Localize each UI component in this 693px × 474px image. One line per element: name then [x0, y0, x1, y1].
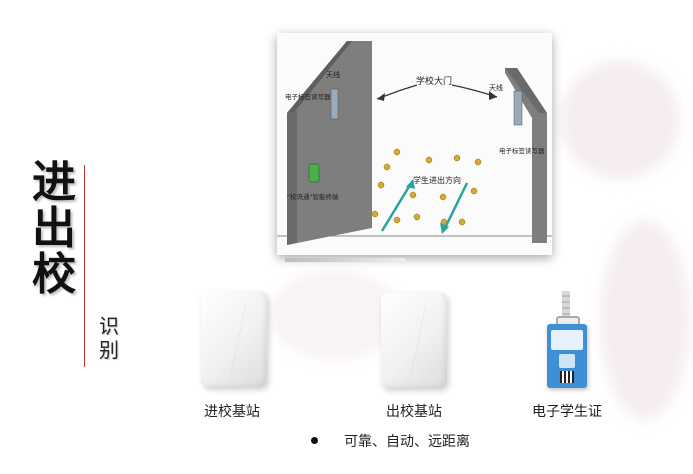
- exit-base-station: [381, 292, 447, 388]
- student-card-label: 电子学生证: [532, 404, 602, 420]
- section-subtitle: 识 别: [94, 314, 124, 362]
- gate-diagram: 学校大门 天线 天线 电子标签读写器 电子标签读写器 "校讯通"智能终端 学生进…: [277, 33, 552, 255]
- background-decoration: [560, 60, 680, 180]
- direction-label: 学生进出方向: [413, 175, 461, 185]
- reader-device-left: [330, 88, 339, 120]
- exit-base-station-label: 出校基站: [386, 404, 442, 420]
- antenna-left-label: 天线: [326, 70, 340, 79]
- title-char: 出: [32, 203, 76, 254]
- entry-base-station: [201, 291, 267, 387]
- section-title: 进 出 校: [28, 160, 80, 298]
- qr-code-icon: [560, 371, 574, 383]
- diagram-reflection: [285, 258, 405, 262]
- reader-left-label: 电子标签读写器: [285, 92, 331, 101]
- subtitle-char: 别: [99, 338, 119, 362]
- antenna-right-label: 天线: [489, 83, 503, 92]
- gate-diagram-svg: 学校大门 天线 天线 电子标签读写器 电子标签读写器 "校讯通"智能终端 学生进…: [277, 33, 552, 255]
- title-divider: [84, 165, 85, 367]
- reader-device-right: [513, 90, 523, 126]
- feature-bullet: 可靠、自动、远距离: [344, 434, 470, 450]
- bullet-icon: [311, 437, 318, 444]
- entry-arrow: [380, 184, 412, 232]
- entry-base-station-label: 进校基站: [204, 404, 260, 420]
- gate-label: 学校大门: [416, 75, 452, 87]
- background-decoration: [600, 220, 690, 420]
- background-decoration: [270, 270, 400, 360]
- lanyard: [562, 291, 570, 319]
- right-gate-wall: [505, 68, 547, 243]
- reader-right-label: 电子标签读写器: [499, 146, 545, 155]
- student-id-card: [547, 324, 587, 388]
- exit-arrow: [443, 182, 469, 229]
- terminal-label: "校讯通"智能终端: [287, 192, 339, 201]
- title-char: 进: [32, 157, 76, 208]
- subtitle-char: 识: [99, 314, 119, 338]
- terminal-device: [308, 163, 320, 183]
- title-char: 校: [32, 249, 76, 300]
- student-icons: [371, 148, 482, 226]
